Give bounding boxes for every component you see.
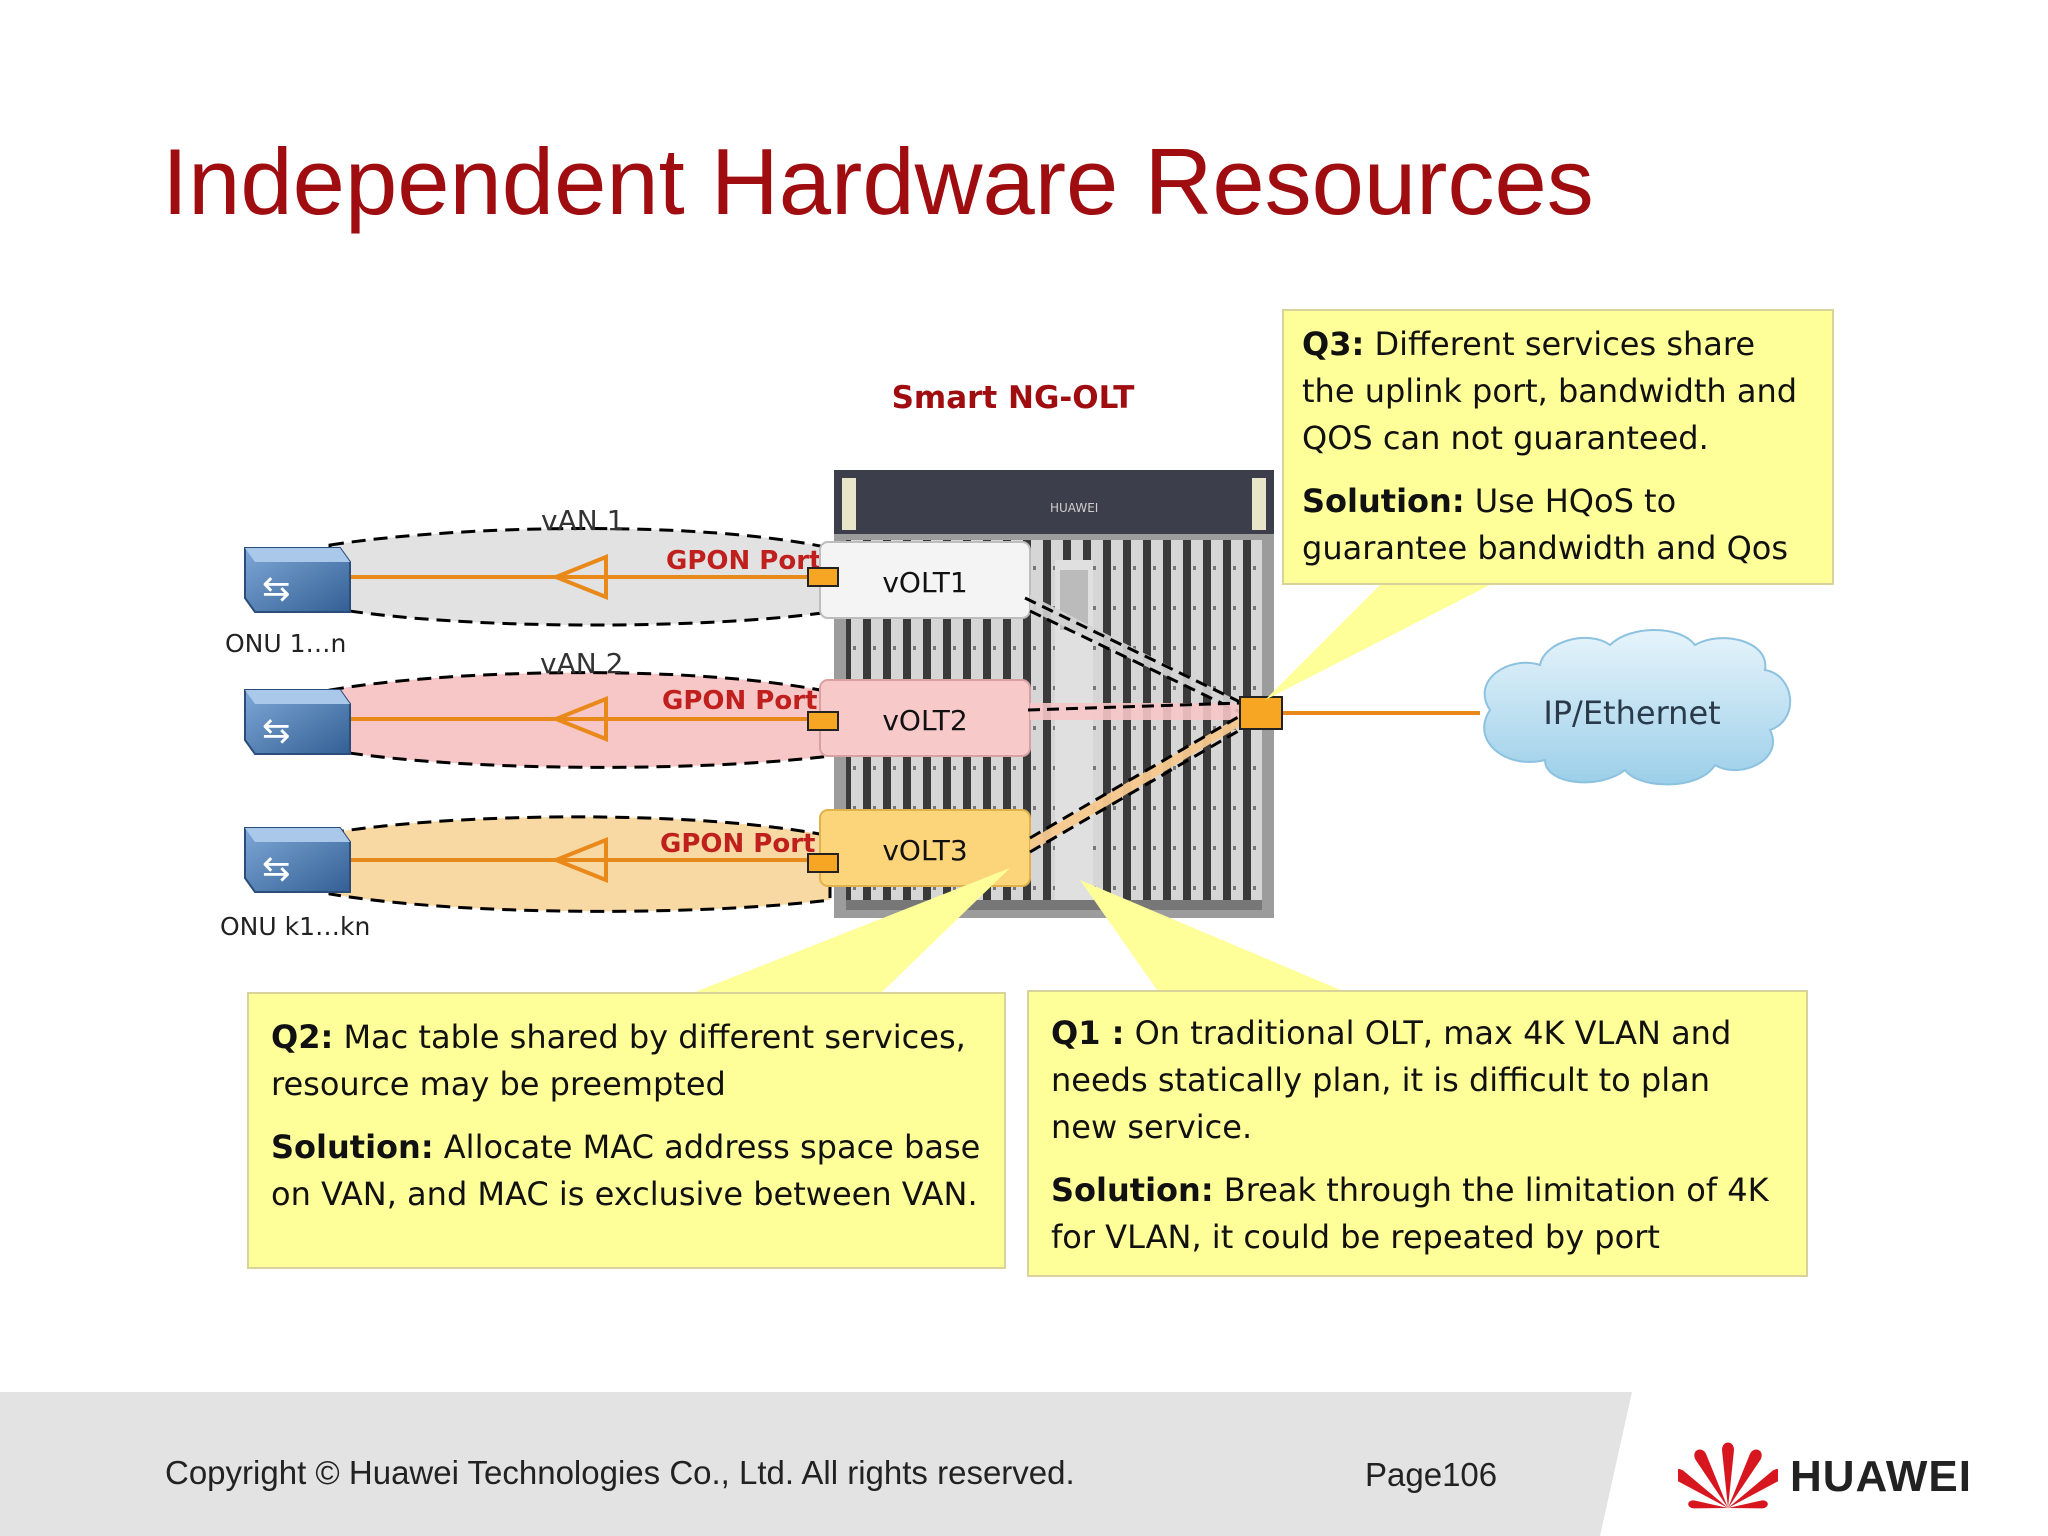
gpon-port-1 [807, 567, 839, 587]
chassis-brand: HUAWEI [1050, 501, 1098, 515]
van3-band [328, 815, 832, 913]
van1-label: vAN 1 [541, 504, 624, 537]
huawei-logo-icon [1678, 1442, 1778, 1509]
onu-label-1: ONU 1…n [225, 629, 346, 658]
onu-label-2: ONU k1…kn [220, 912, 370, 941]
volt3-label: vOLT3 [882, 834, 967, 867]
q1-label: Q1 : [1051, 1014, 1125, 1052]
fiber-van1 [345, 554, 820, 600]
page-number: Page106 [1365, 1456, 1498, 1493]
gpon-port-label-1: GPON Port [666, 546, 821, 576]
slide-title: Independent Hardware Resources [162, 129, 1594, 234]
q2-callout: Q2: Mac table shared by different servic… [247, 992, 1006, 1269]
svg-text:⇆: ⇆ [262, 711, 291, 751]
copyright-text: Copyright © Huawei Technologies Co., Ltd… [165, 1454, 1075, 1491]
gpon-port-3 [807, 853, 839, 873]
q1-solution-label: Solution: [1051, 1171, 1214, 1209]
q1-pointer [1080, 880, 1350, 994]
volt1-box: vOLT1 [819, 541, 1031, 619]
volt2-box: vOLT2 [819, 679, 1031, 757]
onu-icon-3: ⇆ [244, 827, 351, 893]
q1-text: On traditional OLT, max 4K VLAN and need… [1051, 1014, 1732, 1146]
q2-label: Q2: [271, 1018, 334, 1056]
q3-solution-label: Solution: [1302, 482, 1465, 520]
q3-solution-text: Use HQoS to guarantee bandwidth and Qos [1302, 482, 1789, 567]
q3-pointer [1265, 585, 1490, 700]
svg-text:⇆: ⇆ [262, 849, 291, 889]
volt1-label: vOLT1 [882, 566, 967, 599]
huawei-wordmark: HUAWEI [1790, 1452, 1972, 1501]
q1-solution-text: Break through the limitation of 4K for V… [1051, 1171, 1769, 1256]
onu-icon-1: ⇆ [244, 547, 351, 613]
onu-icon-2: ⇆ [244, 689, 351, 755]
volt-uplink-links [1024, 595, 1241, 854]
footer-white-band [1600, 1392, 2048, 1536]
gpon-port-label-3: GPON Port [660, 829, 815, 859]
q2-solution-label: Solution: [271, 1128, 434, 1166]
fiber-van3 [345, 837, 820, 883]
q3-label: Q3: [1302, 325, 1365, 363]
volt2-label: vOLT2 [882, 704, 967, 737]
network-diagram: Smart NG-OLT HUAWEI vAN 1 vAN 2 GPON Por… [220, 380, 1792, 994]
cloud-label: IP/Ethernet [1543, 694, 1720, 732]
q3-callout: Q3: Different services share the uplink … [1282, 309, 1834, 585]
svg-text:⇆: ⇆ [262, 569, 291, 609]
device-title: Smart NG-OLT [892, 380, 1135, 416]
q2-pointer [690, 868, 1010, 994]
gpon-port-2 [807, 711, 839, 731]
uplink-port [1239, 696, 1283, 730]
ip-ethernet-cloud: IP/Ethernet [1483, 629, 1792, 786]
q1-callout: Q1 : On traditional OLT, max 4K VLAN and… [1027, 990, 1808, 1277]
q2-solution-text: Allocate MAC address space base on VAN, … [271, 1128, 981, 1213]
gpon-port-label-2: GPON Port [662, 686, 817, 716]
q3-text: Different services share the uplink port… [1302, 325, 1798, 457]
q2-text: Mac table shared by different services, … [271, 1018, 966, 1103]
volt3-box: vOLT3 [819, 809, 1031, 887]
fiber-van2 [345, 696, 820, 742]
van2-label: vAN 2 [540, 647, 623, 680]
footer-bar: Copyright © Huawei Technologies Co., Ltd… [0, 1392, 2048, 1536]
